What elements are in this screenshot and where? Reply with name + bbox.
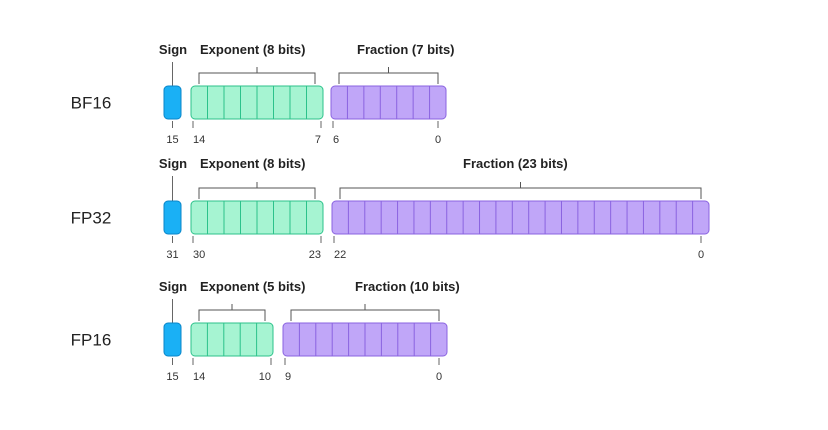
bit-index-label: 10: [259, 371, 271, 383]
bit-index-label: 0: [435, 134, 441, 146]
bit-index-label: 6: [333, 134, 339, 146]
format-row-fp32: FP32 Sign Exponent (8 bits) Fraction (23 bi…: [71, 156, 710, 261]
bit-index-label: 15: [166, 371, 178, 383]
sign-label: Sign: [159, 156, 187, 171]
bit-index-label: 15: [166, 134, 178, 146]
format-row-bf16: BF16 Sign Exponent (8 bits) Fraction (7 bit…: [71, 42, 455, 146]
exponent-bracket: [198, 304, 266, 321]
bit-index-label: 0: [698, 249, 704, 261]
format-name: BF16: [71, 94, 112, 113]
exponent-bracket: [198, 67, 316, 84]
exponent-label: Exponent (5 bits): [200, 279, 305, 294]
bit-index-label: 14: [193, 371, 205, 383]
fraction-field: [330, 85, 447, 120]
bit-index-label: 22: [334, 249, 346, 261]
format-name: FP32: [71, 209, 112, 228]
sign-label: Sign: [159, 279, 187, 294]
bit-index-label: 23: [309, 249, 321, 261]
exponent-field: [190, 322, 274, 357]
fraction-label: Fraction (7 bits): [357, 42, 455, 57]
fraction-bracket: [339, 182, 702, 199]
fraction-label: Fraction (23 bits): [463, 156, 568, 171]
exponent-bracket: [198, 182, 316, 199]
bit-index-label: 14: [193, 134, 205, 146]
sign-bit: [163, 200, 182, 235]
exponent-label: Exponent (8 bits): [200, 156, 305, 171]
sign-label: Sign: [159, 42, 187, 57]
fraction-field: [331, 200, 710, 235]
exponent-label: Exponent (8 bits): [200, 42, 305, 57]
format-name: FP16: [71, 331, 112, 350]
bit-index-label: 0: [436, 371, 442, 383]
bit-index-label: 7: [315, 134, 321, 146]
sign-bit: [163, 85, 182, 120]
fraction-bracket: [338, 67, 439, 84]
bit-index-label: 9: [285, 371, 291, 383]
bit-index-label: 31: [166, 249, 178, 261]
sign-bit: [163, 322, 182, 357]
format-row-fp16: FP16 Sign Exponent (5 bits) Fraction (10 bi…: [71, 279, 460, 383]
bit-index-label: 30: [193, 249, 205, 261]
fraction-bracket: [290, 304, 440, 321]
fraction-label: Fraction (10 bits): [355, 279, 460, 294]
